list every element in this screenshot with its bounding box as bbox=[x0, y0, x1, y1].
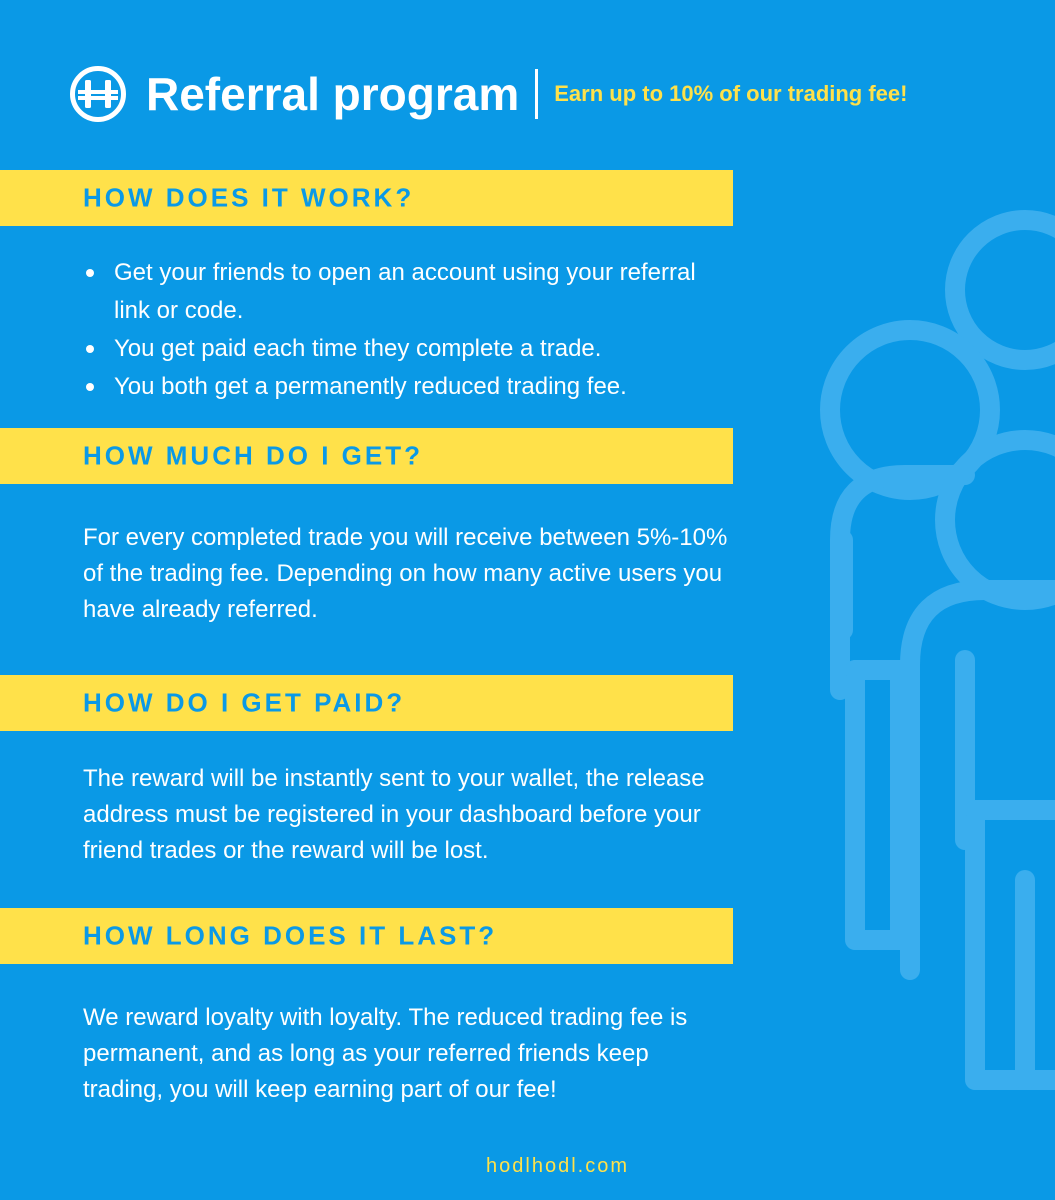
tagline: Earn up to 10% of our trading fee! bbox=[554, 81, 908, 106]
section-heading-label: HOW DO I GET PAID? bbox=[83, 687, 406, 718]
header: Referral program Earn up to 10% of our t… bbox=[68, 62, 907, 126]
footer-website-link[interactable]: hodlhodl.com bbox=[486, 1155, 629, 1177]
list-item: You get paid each time they complete a t… bbox=[84, 330, 724, 368]
hodlhodl-logo-icon bbox=[70, 66, 126, 122]
section-heading-label: HOW DOES IT WORK? bbox=[83, 182, 415, 213]
page-title: Referral program bbox=[146, 68, 520, 120]
section-body-how-much: For every completed trade you will recei… bbox=[83, 524, 728, 623]
section-heading-how-do-i-get-paid: HOW DO I GET PAID? bbox=[0, 675, 733, 731]
people-illustration-icon bbox=[820, 210, 1055, 1090]
section-heading-how-does-it-work: HOW DOES IT WORK? bbox=[0, 170, 733, 226]
section-heading-how-long-does-it-last: HOW LONG DOES IT LAST? bbox=[0, 908, 733, 964]
list-item: You both get a permanently reduced tradi… bbox=[84, 368, 724, 406]
section-heading-how-much-do-i-get: HOW MUCH DO I GET? bbox=[0, 428, 733, 484]
section-body-how-paid: The reward will be instantly sent to you… bbox=[83, 765, 705, 864]
header-divider bbox=[535, 69, 539, 119]
section-body-how-long: We reward loyalty with loyalty. The redu… bbox=[83, 1004, 688, 1103]
how-it-works-list: Get your friends to open an account usin… bbox=[84, 254, 724, 406]
section-heading-label: HOW LONG DOES IT LAST? bbox=[83, 920, 498, 951]
section-heading-label: HOW MUCH DO I GET? bbox=[83, 440, 423, 471]
list-item: Get your friends to open an account usin… bbox=[84, 254, 724, 330]
